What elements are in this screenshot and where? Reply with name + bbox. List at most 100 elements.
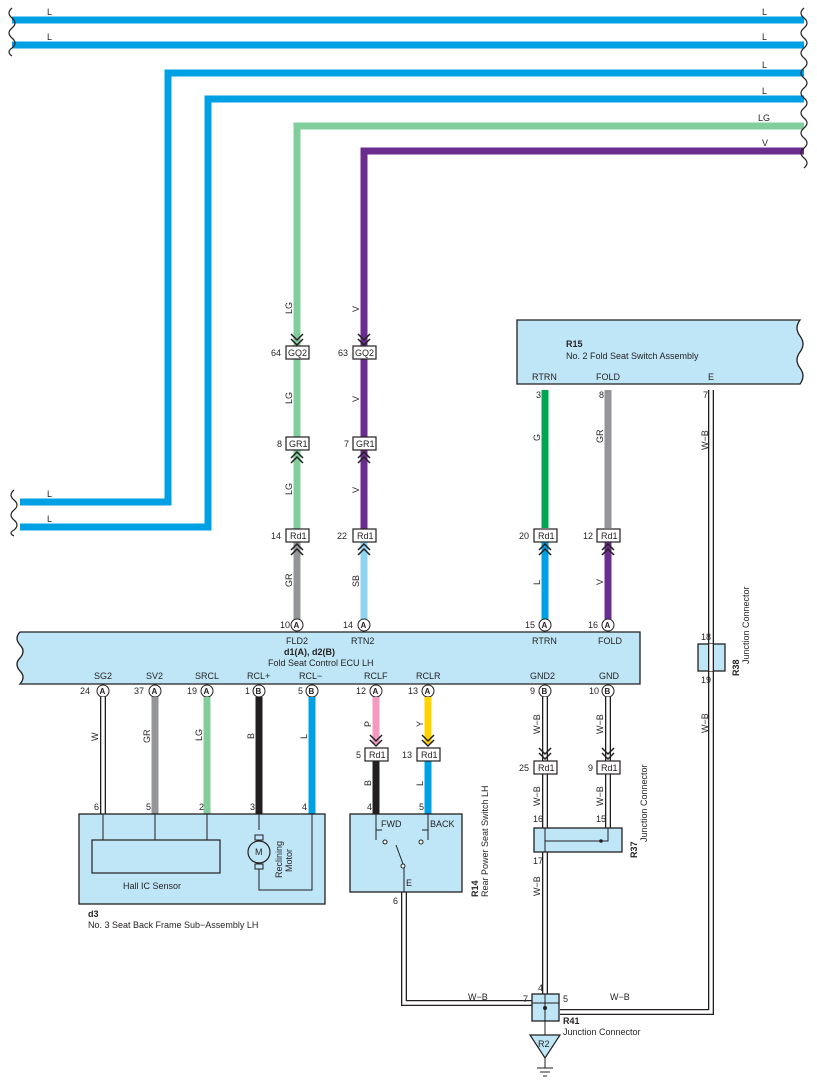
wire-label: W−B <box>468 992 488 1002</box>
wire-label: LG <box>284 483 294 495</box>
r15-pin-label: RTRN <box>532 372 557 382</box>
diagram-label: M <box>255 847 263 857</box>
wire-label: W−B <box>532 714 542 734</box>
diagram-label: 13 <box>402 750 412 760</box>
r37-name: Junction Connector <box>639 764 649 842</box>
diagram-label: 13 <box>408 686 418 696</box>
r37-code: R37 <box>629 841 639 858</box>
wire-label: Y <box>415 721 425 727</box>
diagram-label: Rd1 <box>369 750 386 760</box>
r15-component: R15 No. 2 Fold Seat Switch Assembly RTRN… <box>516 319 804 400</box>
diagram-label: GND <box>599 671 620 681</box>
pin-number: 3 <box>536 390 541 400</box>
pin-number: 17 <box>533 856 543 866</box>
connector-rd1: Rd1 22 <box>337 528 377 556</box>
motor-label: Reclining <box>274 841 284 878</box>
wire-label: W−B <box>595 786 605 806</box>
pin-number: 8 <box>599 390 604 400</box>
diagram-label: A <box>204 687 210 696</box>
diagram-label: Rd1 <box>601 763 618 773</box>
diagram-label: 10 <box>280 620 290 630</box>
pin-number: 6 <box>94 802 99 812</box>
connector-rd1: Rd1 20 <box>519 528 558 556</box>
diagram-label: FWD <box>381 819 402 829</box>
break-left-bottom <box>10 489 18 537</box>
r41-code: R41 <box>563 1016 580 1026</box>
wire-label: L <box>47 32 52 42</box>
connector-gr1: GR1 7 <box>344 436 377 464</box>
diagram-label: Rd1 <box>538 763 555 773</box>
wire-label: V <box>351 306 361 312</box>
wire-label: W−B <box>532 786 542 806</box>
connector-gq2: GQ2 64 <box>271 333 310 360</box>
diagram-label: 16 <box>588 620 598 630</box>
diagram-label: 24 <box>80 686 90 696</box>
motor-label: Motor <box>284 849 294 872</box>
diagram-label: 37 <box>134 686 144 696</box>
r14-code: R14 <box>470 880 480 897</box>
diagram-label: A <box>425 687 431 696</box>
diagram-label: BACK <box>430 819 455 829</box>
wire-l-3 <box>20 69 804 506</box>
wire-label: L <box>532 580 542 585</box>
diagram-label: GND2 <box>530 671 555 681</box>
r37-junction: 16 15 17 R37 Junction Connector <box>533 764 649 866</box>
diagram-label: 22 <box>337 531 347 541</box>
connector-gr1: GR1 8 <box>277 436 310 464</box>
diagram-label: 9 <box>530 686 535 696</box>
break-right-top <box>800 7 808 169</box>
r38-name: Junction Connector <box>741 586 751 664</box>
wire-label: L <box>762 60 767 70</box>
ecu-name: Fold Seat Control ECU LH <box>268 658 374 668</box>
connector-rd1: Rd1 12 <box>583 528 621 556</box>
diagram-label: RCL+ <box>247 671 270 681</box>
connector-rd1: Rd1 13 <box>402 734 441 762</box>
wire-label: W <box>90 732 100 741</box>
diagram-label: SV2 <box>146 671 163 681</box>
diagram-label: B <box>605 687 611 696</box>
diagram-label: 5 <box>356 750 361 760</box>
diagram-label: Rd1 <box>421 750 438 760</box>
diagram-label: B <box>542 687 548 696</box>
diagram-label: 7 <box>344 439 349 449</box>
diagram-label: FOLD <box>598 636 623 646</box>
connector-rd1: Rd1 25 <box>519 747 558 775</box>
wire-label: L <box>299 734 309 739</box>
diagram-label: 64 <box>271 348 281 358</box>
diagram-label: FLD2 <box>286 636 308 646</box>
pin-number: 4 <box>367 802 372 812</box>
wire-label: GR <box>284 573 294 587</box>
connector-gq2: GQ2 63 <box>338 333 377 360</box>
r41-name: Junction Connector <box>563 1027 641 1037</box>
pin-number: 19 <box>701 675 711 685</box>
wire-label: W−B <box>595 714 605 734</box>
diagram-label: E <box>406 878 412 888</box>
wire-label: V <box>595 579 605 585</box>
connectors-lower: Rd1 5 Rd1 13 Rd1 25 Rd1 9 <box>356 734 621 775</box>
wb-wire-r15 <box>560 390 714 1015</box>
diagram-label: SRCL <box>195 671 219 681</box>
diagram-label: 14 <box>343 620 353 630</box>
diagram-label: B <box>256 687 262 696</box>
wire-label: LG <box>284 392 294 404</box>
r41-junction: 4 7 5 R41 Junction Connector <box>523 983 641 1037</box>
diagram-label: A <box>361 621 367 630</box>
wire-label: B <box>363 780 373 786</box>
pin-number: 4 <box>538 983 543 993</box>
wire-label: L <box>47 7 52 17</box>
r15-code: R15 <box>566 339 583 349</box>
wire-label: V <box>762 138 768 148</box>
top-wire-bundle <box>12 16 804 531</box>
diagram-label: GR1 <box>289 439 308 449</box>
wire-lg-top <box>293 122 804 390</box>
diagram-label: GR1 <box>356 439 375 449</box>
upper-vertical-wires <box>293 350 612 620</box>
wire-label: W−B <box>532 876 542 896</box>
wire-label: G <box>532 434 542 441</box>
r38-code: R38 <box>731 659 741 676</box>
pin-number: 7 <box>703 390 708 400</box>
diagram-label: RCLF <box>364 671 388 681</box>
r15-name: No. 2 Fold Seat Switch Assembly <box>566 351 699 361</box>
connectors-upper: GQ2 64 GQ2 63 GR1 8 GR1 7 Rd1 14 <box>271 333 621 556</box>
